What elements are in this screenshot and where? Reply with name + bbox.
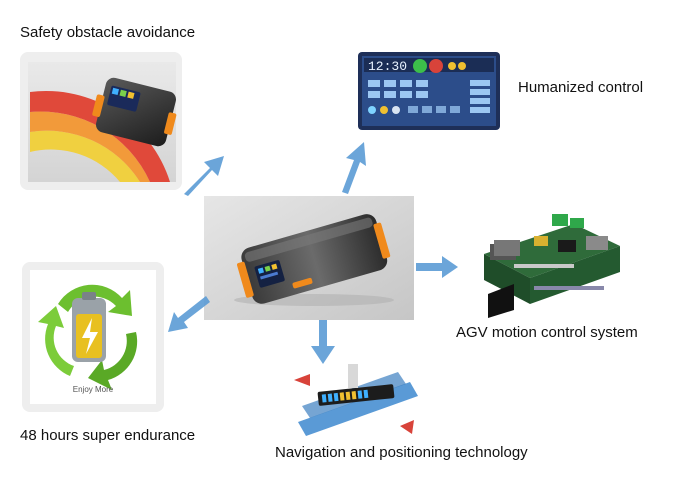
arrow-to-endurance: [166, 292, 210, 336]
safety-image-panel: [20, 52, 182, 190]
arrow-up-left-icon: [184, 156, 224, 196]
arrow-up-right-icon: [342, 142, 366, 194]
safety-obstacle-illustration: [20, 52, 182, 190]
label-48-hours-super-endurance: 48 hours super endurance: [20, 427, 196, 444]
arrow-down-icon: [311, 320, 335, 364]
battery-caption: Enjoy More: [73, 385, 114, 394]
agv-motion-control-board: [474, 206, 624, 318]
arrow-to-safety: [180, 148, 230, 198]
circuit-board-illustration: [484, 214, 620, 318]
arrow-to-agv-board: [416, 254, 460, 280]
label-humanized-control: Humanized control: [518, 79, 644, 96]
arrow-to-navigation: [308, 320, 338, 366]
label-navigation-positioning: Navigation and positioning technology: [275, 444, 528, 461]
label-safety-obstacle-avoidance: Safety obstacle avoidance: [20, 24, 196, 41]
touch-screen-illustration: 12:30: [358, 52, 500, 130]
navigation-illustration-panel: [288, 362, 420, 440]
center-agv-device: [204, 196, 414, 320]
humanized-control-screen: 12:30: [358, 52, 500, 130]
label-agv-motion-control-system: AGV motion control system: [456, 324, 638, 341]
endurance-image-panel: Enjoy More: [22, 262, 164, 412]
agv-controller-illustration: [204, 196, 414, 320]
arrow-right-icon: [416, 256, 458, 278]
arrow-down-left-icon: [168, 296, 210, 332]
clock-readout: 12:30: [368, 59, 407, 74]
navigation-sensor-illustration: [294, 364, 418, 436]
battery-recycle-illustration: Enjoy More: [22, 262, 164, 412]
arrow-to-humanized: [334, 138, 374, 194]
